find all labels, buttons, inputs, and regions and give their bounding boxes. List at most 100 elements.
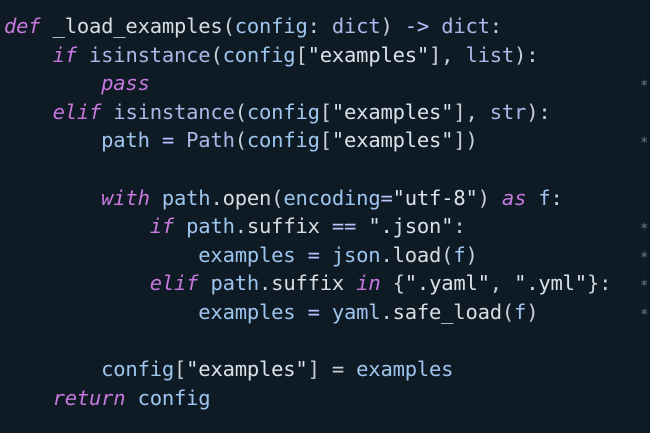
code-token-punctuation: ): bbox=[526, 100, 551, 124]
code-token-keyword: pass bbox=[101, 71, 150, 95]
code-token-punctuation: . bbox=[380, 243, 393, 267]
code-token-punctuation: : bbox=[307, 14, 332, 38]
code-token-operator: = bbox=[295, 243, 332, 267]
code-line[interactable]: config["examples"] = examples bbox=[4, 355, 453, 383]
code-token-punctuation bbox=[4, 186, 101, 210]
code-token-string: "examples" bbox=[331, 128, 454, 152]
code-token-builtin: isinstance bbox=[76, 43, 211, 67]
code-token-builtin: str bbox=[489, 100, 527, 124]
code-token-punctuation: [ bbox=[174, 357, 187, 381]
code-token-parameter: examples bbox=[198, 243, 296, 267]
code-token-parameter: config bbox=[246, 128, 320, 152]
code-token-punctuation bbox=[4, 271, 150, 295]
code-token-punctuation: : bbox=[550, 186, 563, 210]
code-token-punctuation bbox=[4, 214, 150, 238]
code-token-parameter: config bbox=[101, 357, 174, 381]
code-line[interactable]: examples = json.load(f) bbox=[4, 241, 478, 269]
code-token-operator: = bbox=[380, 186, 393, 210]
code-line[interactable]: with path.open(encoding="utf-8") as f: bbox=[4, 184, 563, 212]
code-token-parameter: config bbox=[234, 14, 308, 38]
code-token-punctuation: [ bbox=[295, 43, 308, 67]
asterisk-icon: * bbox=[640, 250, 649, 266]
code-token-punctuation: . bbox=[210, 186, 223, 210]
code-token-parameter: examples bbox=[356, 357, 454, 381]
code-token-identifier: load bbox=[392, 243, 442, 267]
code-token-punctuation: ( bbox=[441, 243, 454, 267]
code-line[interactable]: path = Path(config["examples"]) bbox=[4, 126, 478, 154]
code-token-punctuation: ( bbox=[234, 100, 247, 124]
code-token-string: ".json" bbox=[368, 214, 454, 238]
code-token-punctuation: ]) bbox=[453, 128, 478, 152]
code-token-punctuation: . bbox=[234, 214, 247, 238]
code-token-punctuation: ) bbox=[526, 300, 539, 324]
code-token-punctuation: ( bbox=[222, 14, 235, 38]
code-token-punctuation: . bbox=[259, 271, 272, 295]
asterisk-icon: * bbox=[640, 221, 649, 237]
code-token-punctuation bbox=[4, 386, 53, 410]
code-token-operator: = bbox=[149, 128, 187, 152]
code-token-keyword: in bbox=[356, 271, 381, 295]
code-token-string: ".yaml" bbox=[404, 271, 490, 295]
code-line[interactable]: elif path.suffix in {".yaml", ".yml"}: bbox=[4, 269, 612, 297]
code-token-punctuation: , bbox=[489, 271, 515, 295]
asterisk-icon: * bbox=[640, 307, 649, 323]
code-token-builtin: isinstance bbox=[101, 100, 235, 124]
code-line[interactable]: return config bbox=[4, 384, 211, 412]
code-token-keyword: elif bbox=[52, 100, 102, 124]
code-token-keyword: def bbox=[4, 14, 41, 38]
asterisk-icon: * bbox=[640, 135, 649, 151]
code-token-punctuation: ] = bbox=[307, 357, 357, 381]
code-token-string: "examples" bbox=[186, 357, 308, 381]
code-token-punctuation: }: bbox=[586, 271, 612, 295]
code-line[interactable]: pass bbox=[4, 69, 150, 97]
code-token-punctuation bbox=[4, 300, 198, 324]
asterisk-icon: * bbox=[640, 78, 649, 94]
code-token-parameter: yaml bbox=[331, 300, 381, 324]
code-token-punctuation: [ bbox=[319, 128, 332, 152]
code-token-keyword: elif bbox=[149, 271, 199, 295]
code-token-keyword: with bbox=[101, 186, 150, 210]
code-token-builtin: dict bbox=[429, 14, 490, 38]
code-token-punctuation bbox=[4, 357, 101, 381]
code-token-string: "utf-8" bbox=[392, 186, 478, 210]
code-token-parameter: path bbox=[101, 128, 150, 152]
code-token-parameter: config bbox=[246, 100, 320, 124]
code-token-punctuation: ) bbox=[477, 186, 502, 210]
code-token-parameter: encoding bbox=[283, 186, 381, 210]
code-token-operator: == bbox=[319, 214, 369, 238]
code-line[interactable]: if isinstance(config["examples"], list): bbox=[4, 41, 539, 69]
code-token-punctuation: ) bbox=[380, 14, 405, 38]
code-token-punctuation: [ bbox=[319, 100, 332, 124]
code-token-keyword: return bbox=[52, 386, 126, 410]
code-line[interactable]: def _load_examples(config: dict) -> dict… bbox=[4, 12, 502, 40]
asterisk-icon: * bbox=[640, 278, 649, 294]
code-token-parameter: path bbox=[174, 214, 235, 238]
code-token-parameter: path bbox=[149, 186, 211, 210]
code-token-punctuation: ], bbox=[453, 100, 490, 124]
code-line[interactable]: examples = yaml.safe_load(f) bbox=[4, 298, 538, 326]
code-token-parameter: f bbox=[514, 300, 527, 324]
code-token-parameter: f bbox=[453, 243, 466, 267]
code-token-punctuation: : bbox=[489, 14, 502, 38]
code-token-parameter: path bbox=[198, 271, 260, 295]
code-token-identifier: suffix bbox=[271, 271, 345, 295]
code-token-punctuation bbox=[4, 100, 53, 124]
code-token-punctuation bbox=[4, 128, 101, 152]
code-token-parameter: examples bbox=[198, 300, 296, 324]
code-token-punctuation bbox=[4, 71, 101, 95]
code-token-string: ".yml" bbox=[514, 271, 587, 295]
code-token-punctuation: ( bbox=[210, 43, 223, 67]
code-token-punctuation: ], bbox=[429, 43, 466, 67]
code-token-punctuation: ( bbox=[271, 186, 284, 210]
code-token-string: "examples" bbox=[307, 43, 430, 67]
code-token-function: _load_examples bbox=[40, 14, 223, 38]
code-line[interactable]: elif isinstance(config["examples"], str)… bbox=[4, 98, 551, 126]
code-token-builtin: dict bbox=[331, 14, 381, 38]
code-token-identifier: suffix bbox=[246, 214, 320, 238]
code-token-keyword: if bbox=[52, 43, 77, 67]
code-token-punctuation bbox=[4, 243, 198, 267]
code-token-punctuation: ): bbox=[514, 43, 539, 67]
code-token-string: "examples" bbox=[331, 100, 454, 124]
code-line[interactable]: if path.suffix == ".json": bbox=[4, 212, 466, 240]
